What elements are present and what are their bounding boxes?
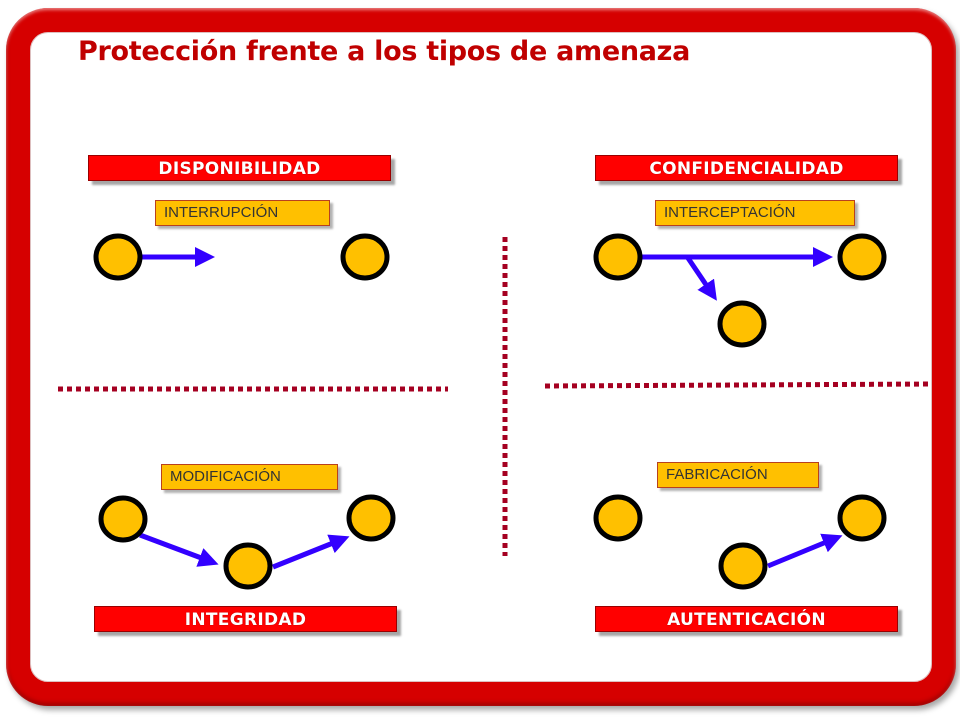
threat-label-modificacion: MODIFICACIÓN	[161, 464, 338, 490]
category-label-autenticacion: AUTENTICACIÓN	[595, 606, 898, 632]
category-label-disponibilidad: DISPONIBILIDAD	[88, 155, 391, 181]
slide-title: Protección frente a los tipos de amenaza	[78, 36, 691, 67]
category-label-confidencialidad: CONFIDENCIALIDAD	[595, 155, 898, 181]
threat-label-fabricacion: FABRICACIÓN	[657, 462, 819, 488]
category-label-integridad: INTEGRIDAD	[94, 606, 397, 632]
threat-label-interrupcion: INTERRUPCIÓN	[155, 200, 330, 226]
slide-frame	[6, 8, 956, 706]
threat-label-interceptacion: INTERCEPTACIÓN	[655, 200, 855, 226]
